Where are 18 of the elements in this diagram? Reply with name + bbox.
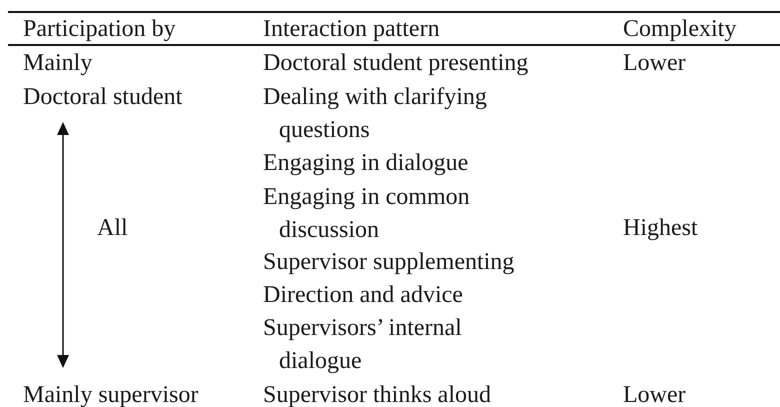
pattern-text: Engaging in common discussion	[263, 182, 471, 244]
pattern-text: Engaging in dialogue	[263, 148, 468, 178]
row-label: All	[97, 214, 128, 242]
pattern-text: Dealing with clarifying questions	[263, 82, 488, 144]
column-header: Participation by	[23, 14, 176, 44]
pattern-text: Supervisor thinks aloud	[263, 380, 491, 407]
column-header: Complexity	[623, 14, 736, 44]
complexity-text: Highest	[623, 214, 698, 242]
complexity-text: Lower	[623, 48, 686, 78]
complexity-text: Lower	[623, 380, 686, 407]
row-label: Mainly supervisor	[23, 380, 198, 407]
row-label: Doctoral student	[23, 82, 182, 112]
column-header: Interaction pattern	[263, 14, 440, 44]
pattern-text: Supervisor supplementing	[263, 248, 514, 276]
pattern-text: Direction and advice	[263, 280, 463, 310]
row-label: Mainly	[23, 48, 92, 78]
pattern-text: Supervisors’ internal dialogue	[263, 314, 463, 376]
pattern-text: Doctoral student presenting	[263, 48, 528, 78]
